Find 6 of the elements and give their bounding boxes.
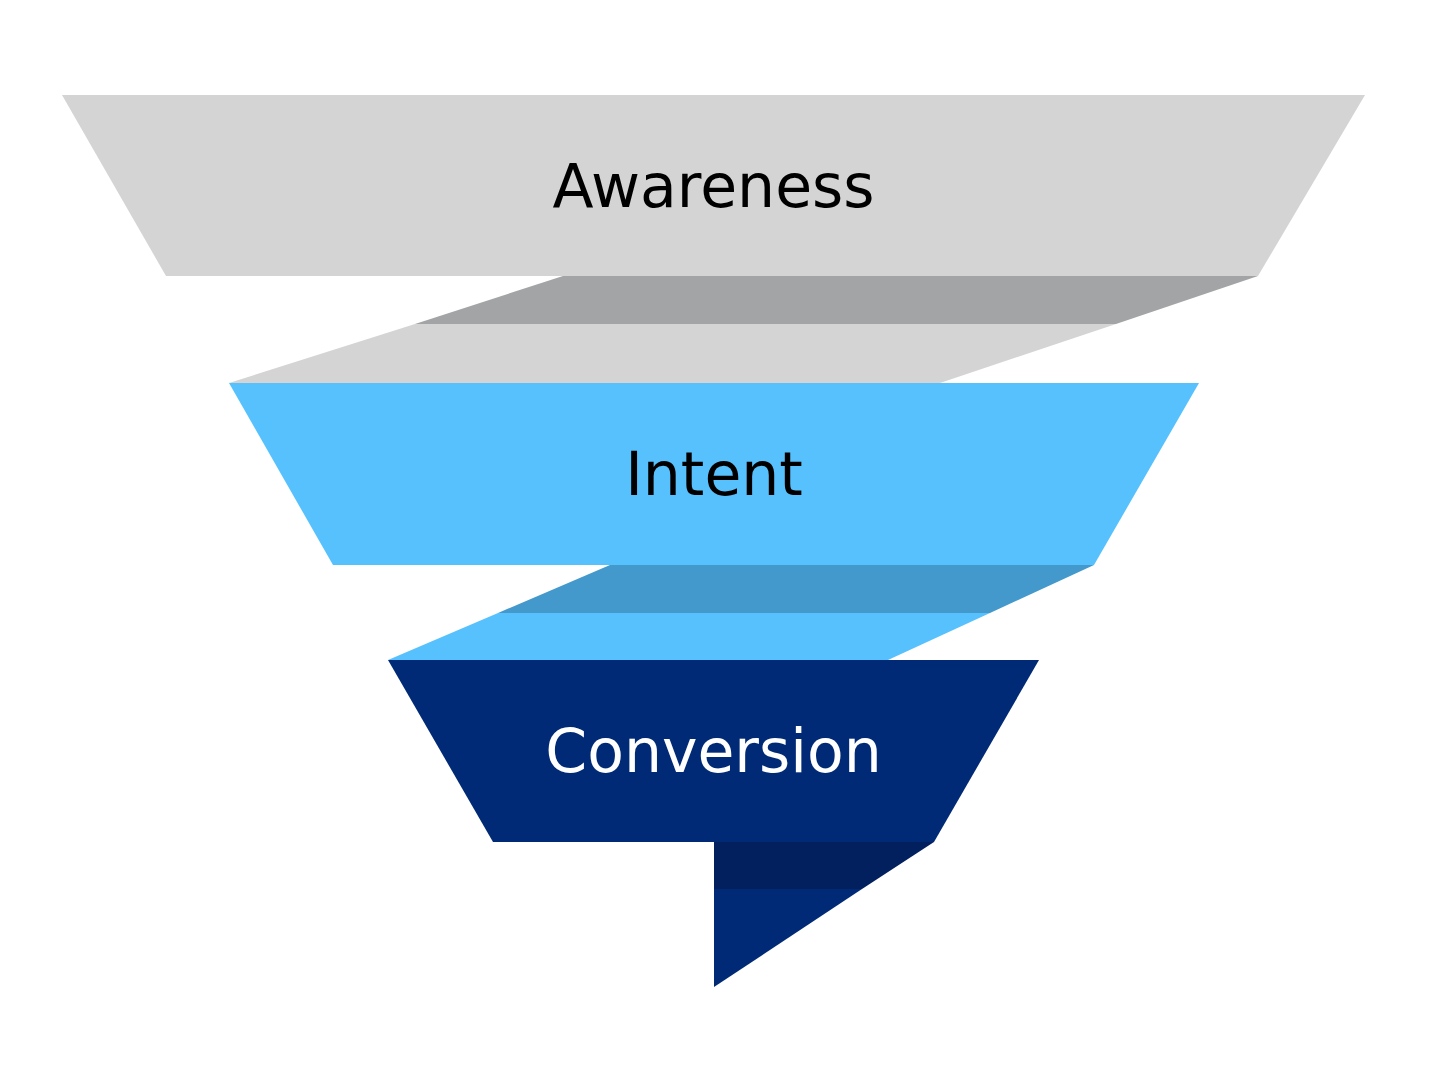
stage-label: Intent	[625, 444, 803, 504]
funnel-stage	[388, 660, 1039, 842]
funnel-stage	[229, 383, 1199, 565]
funnel-stage	[62, 95, 1365, 276]
stage-label: Awareness	[552, 155, 875, 216]
stage-label: Conversion	[545, 721, 882, 781]
